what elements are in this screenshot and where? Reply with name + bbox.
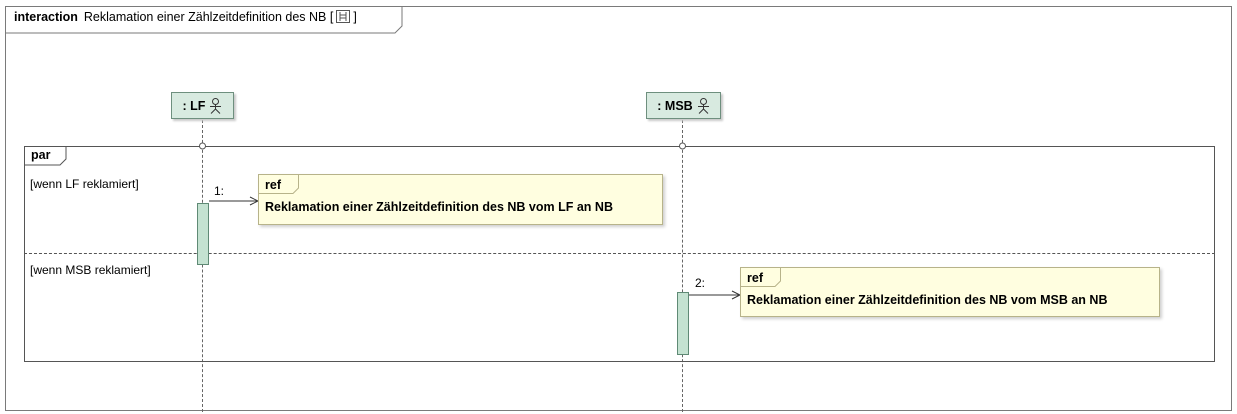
frame-title: interaction Reklamation einer Zählzeitdef… <box>14 10 357 24</box>
frame-title-text: Reklamation einer Zählzeitdefinition des… <box>83 10 334 24</box>
diagram-icon <box>336 10 351 23</box>
ref-label: ref <box>747 271 763 285</box>
par-fragment[interactable] <box>24 146 1215 362</box>
interaction-frame <box>5 6 1232 411</box>
lifeline-line-lf <box>202 120 203 412</box>
ref-label: ref <box>265 178 281 192</box>
message-number-2: 2: <box>695 276 706 290</box>
ref-box-lf[interactable]: ref Reklamation einer Zählzeitdefinition… <box>258 174 663 225</box>
lifeline-label: : LF <box>182 98 206 113</box>
ref-tab-outline <box>741 268 781 287</box>
ref-box-msb[interactable]: ref Reklamation einer Zählzeitdefinition… <box>740 267 1160 317</box>
message-arrow-2 <box>689 290 742 300</box>
activation-msb <box>677 292 689 355</box>
lifeline-line-msb <box>682 120 683 412</box>
actor-icon <box>697 97 709 114</box>
lifeline-msb[interactable]: : MSB <box>646 92 721 119</box>
actor-icon <box>210 97 222 114</box>
ref-text: Reklamation einer Zählzeitdefinition des… <box>747 293 1108 307</box>
par-operator-label: par <box>31 148 51 162</box>
lifeline-lf[interactable]: : LF <box>171 92 234 119</box>
guard-lf: [wenn LF reklamiert] <box>30 177 139 191</box>
message-number-1: 1: <box>214 184 225 198</box>
frame-kind: interaction <box>14 10 78 24</box>
activation-lf <box>197 203 209 265</box>
lifeline-label: : MSB <box>657 98 693 113</box>
operand-separator <box>24 253 1215 254</box>
message-arrow-1 <box>209 196 260 206</box>
ref-text: Reklamation einer Zählzeitdefinition des… <box>265 200 613 214</box>
guard-msb: [wenn MSB reklamiert] <box>30 263 151 277</box>
frame-title-suffix: ] <box>353 10 357 24</box>
ref-tab-outline <box>259 175 299 194</box>
